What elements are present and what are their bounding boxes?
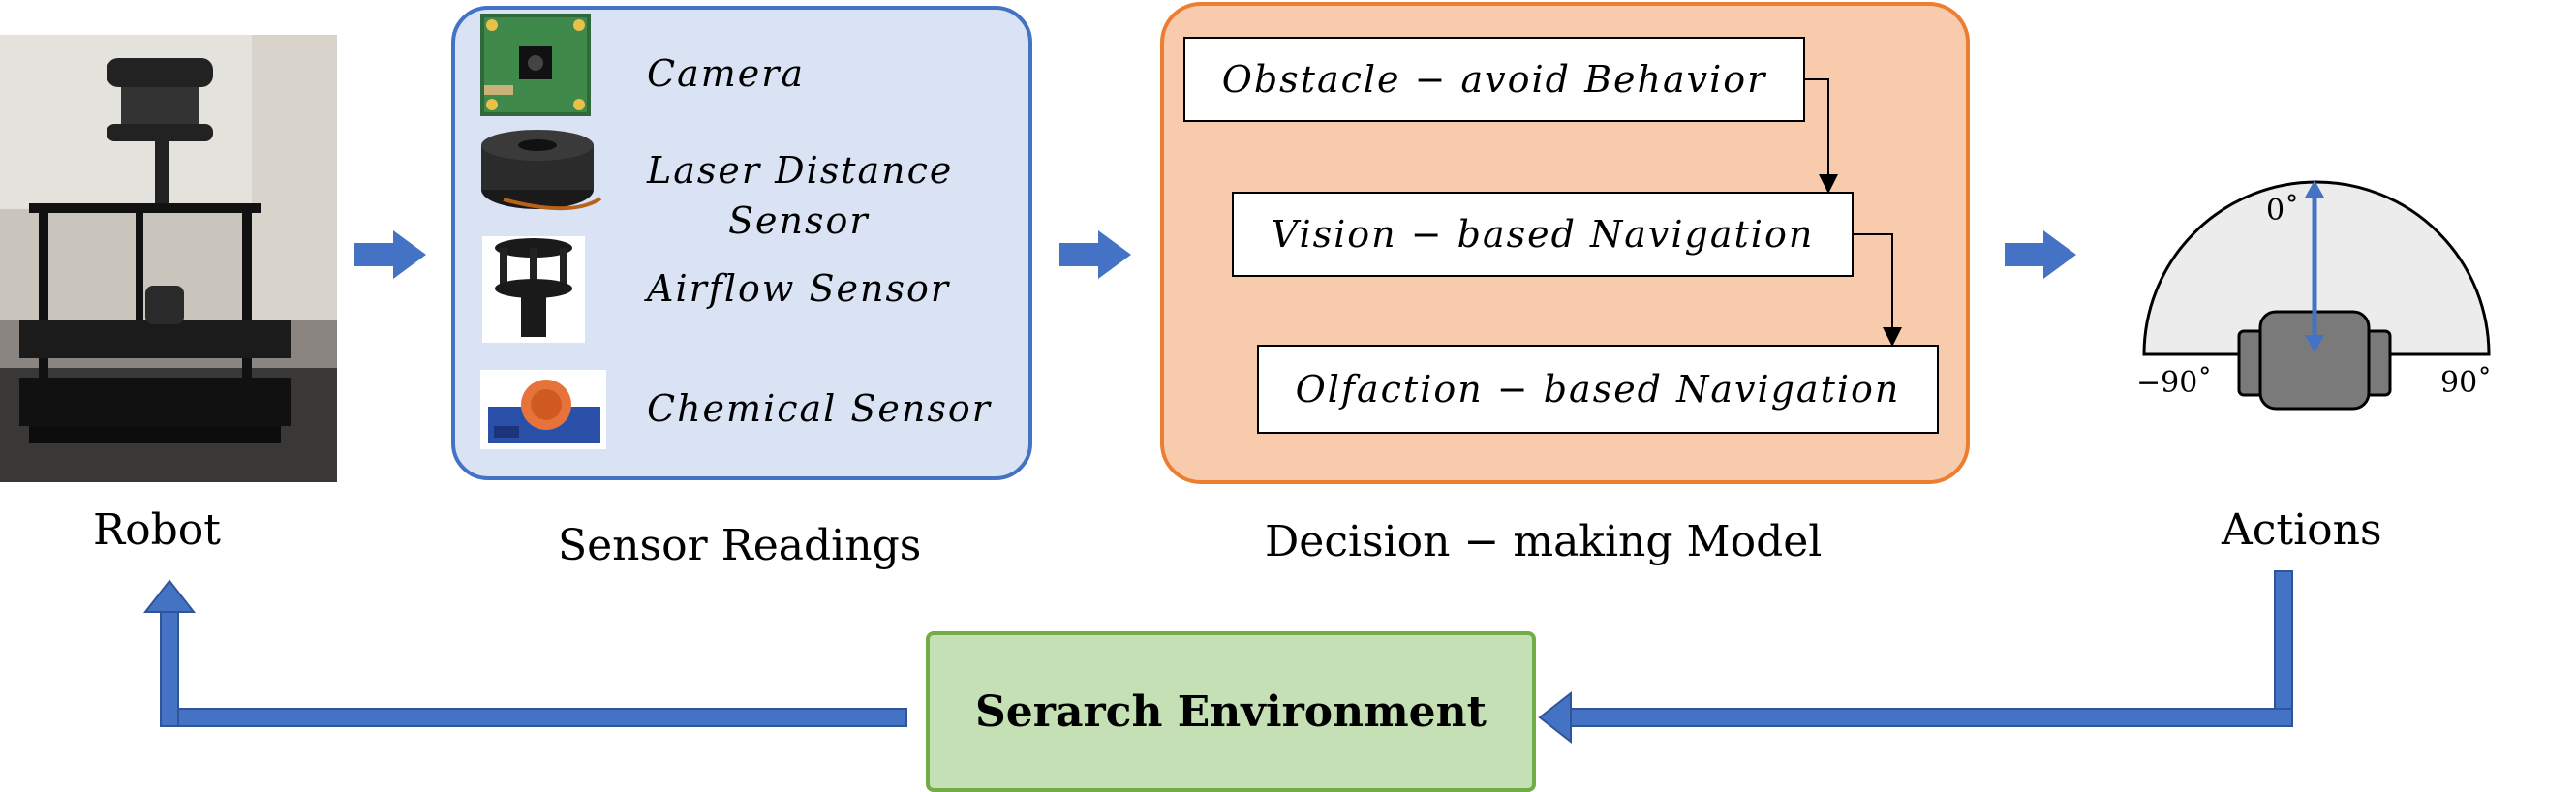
angle-label-left: −90˚ [2136,366,2213,400]
sensor-label-airflow: Airflow Sensor [647,267,950,310]
sensor-panel [451,6,1032,480]
airflow-sensor-icon [482,236,585,343]
behavior-obstacle-avoid: Obstacle − avoid Behavior [1183,37,1805,122]
arrow-environment-to-robot [142,579,907,727]
caption-decision-model: Decision − making Model [1265,517,1823,566]
sensor-label-laser: Laser Distance [647,149,954,192]
robot-photo [0,35,337,482]
caption-robot: Robot [93,505,221,555]
sensor-label-chemical: Chemical Sensor [647,387,992,430]
angle-label-top: 0˚ [2266,194,2300,228]
connector-obstacle-to-vision [1805,78,1838,194]
caption-actions: Actions [2222,505,2382,555]
arrow-actions-to-environment [1538,570,2293,745]
search-environment-box: Serarch Environment [926,631,1536,792]
chemical-sensor-icon [480,370,606,449]
connector-vision-to-olfaction [1854,233,1902,347]
arrow-sensors-to-decision [1059,230,1131,279]
angle-label-right: 90˚ [2440,366,2493,400]
sensor-label-laser-line2: Sensor [728,199,870,242]
sensor-label-camera: Camera [647,52,806,95]
camera-board-icon [480,14,591,116]
behavior-olfaction-navigation: Olfaction − based Navigation [1257,345,1939,434]
caption-sensor-readings: Sensor Readings [558,521,922,570]
action-space-diagram [2142,180,2491,411]
laser-distance-sensor-icon [481,130,602,211]
arrow-robot-to-sensors [354,230,426,279]
arrow-decision-to-actions [2005,230,2076,279]
behavior-vision-navigation: Vision − based Navigation [1232,192,1854,277]
